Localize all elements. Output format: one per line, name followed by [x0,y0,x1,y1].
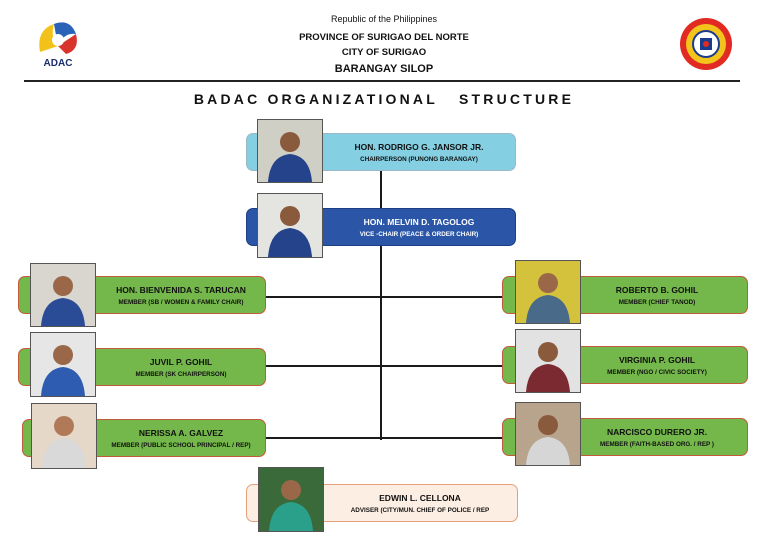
barangay-line: BARANGAY SILOP [334,63,434,75]
vice-photo [257,193,323,258]
right3-name: NARCISCO DURERO JR. [606,426,708,437]
vice-role: VICE -CHAIR (PEACE & ORDER CHAIR) [359,230,479,238]
header-divider [24,80,740,82]
left1-photo [30,263,96,327]
adac-logo-text: ADAC [44,58,73,68]
right1-role: MEMBER (CHIEF TANOD) [618,298,696,306]
vice-name: HON. MELVIN D. TAGOLOG [363,216,475,227]
right3-role: MEMBER (FAITH-BASED ORG. / REP ) [600,440,714,448]
right2-photo [515,329,581,393]
chair-name: HON. RODRIGO G. JANSOR JR. [354,141,484,152]
left2-photo [30,332,96,397]
left2-role: MEMBER (SK CHAIRPERSON) [135,370,227,378]
left2-name: JUVIL P. GOHIL [149,356,213,367]
trunk-line [380,170,382,440]
right2-name: VIRGINIA P. GOHIL [618,354,696,365]
branch-line-row3 [262,437,505,439]
left3-role: MEMBER (PUBLIC SCHOOL PRINCIPAL / REP) [111,441,251,449]
chair-role: CHAIRPERSON (PUNONG BARANGAY) [360,155,478,163]
branch-line-row2 [262,365,505,367]
left1-name: HON. BIENVENIDA S. TARUCAN [116,284,246,295]
adviser-name: EDWIN L. CELLONA [379,492,461,503]
branch-line-row1 [262,296,505,298]
province-line: PROVINCE OF SURIGAO DEL NORTE [299,32,469,43]
right1-name: ROBERTO B. GOHIL [615,284,699,295]
republic-line: Republic of the Philippines [330,14,438,24]
right1-photo [515,260,581,324]
left3-photo [31,403,97,469]
adviser-photo [258,467,324,532]
adviser-role: ADVISER (CITY/MUN. CHIEF OF POLICE / REP [350,506,490,514]
right2-role: MEMBER (NGO / CIVIC SOCIETY) [607,368,707,376]
left1-role: MEMBER (SB / WOMEN & FAMILY CHAIR) [118,298,244,306]
city-line: CITY OF SURIGAO [341,47,427,58]
chart-title: BADAC ORGANIZATIONAL STRUCTURE [193,91,575,107]
barangay-seal [679,17,733,71]
chair-photo [257,119,323,183]
left3-name: NERISSA A. GALVEZ [138,427,224,438]
adac-logo: ADAC [30,16,86,68]
right3-photo [515,402,581,466]
